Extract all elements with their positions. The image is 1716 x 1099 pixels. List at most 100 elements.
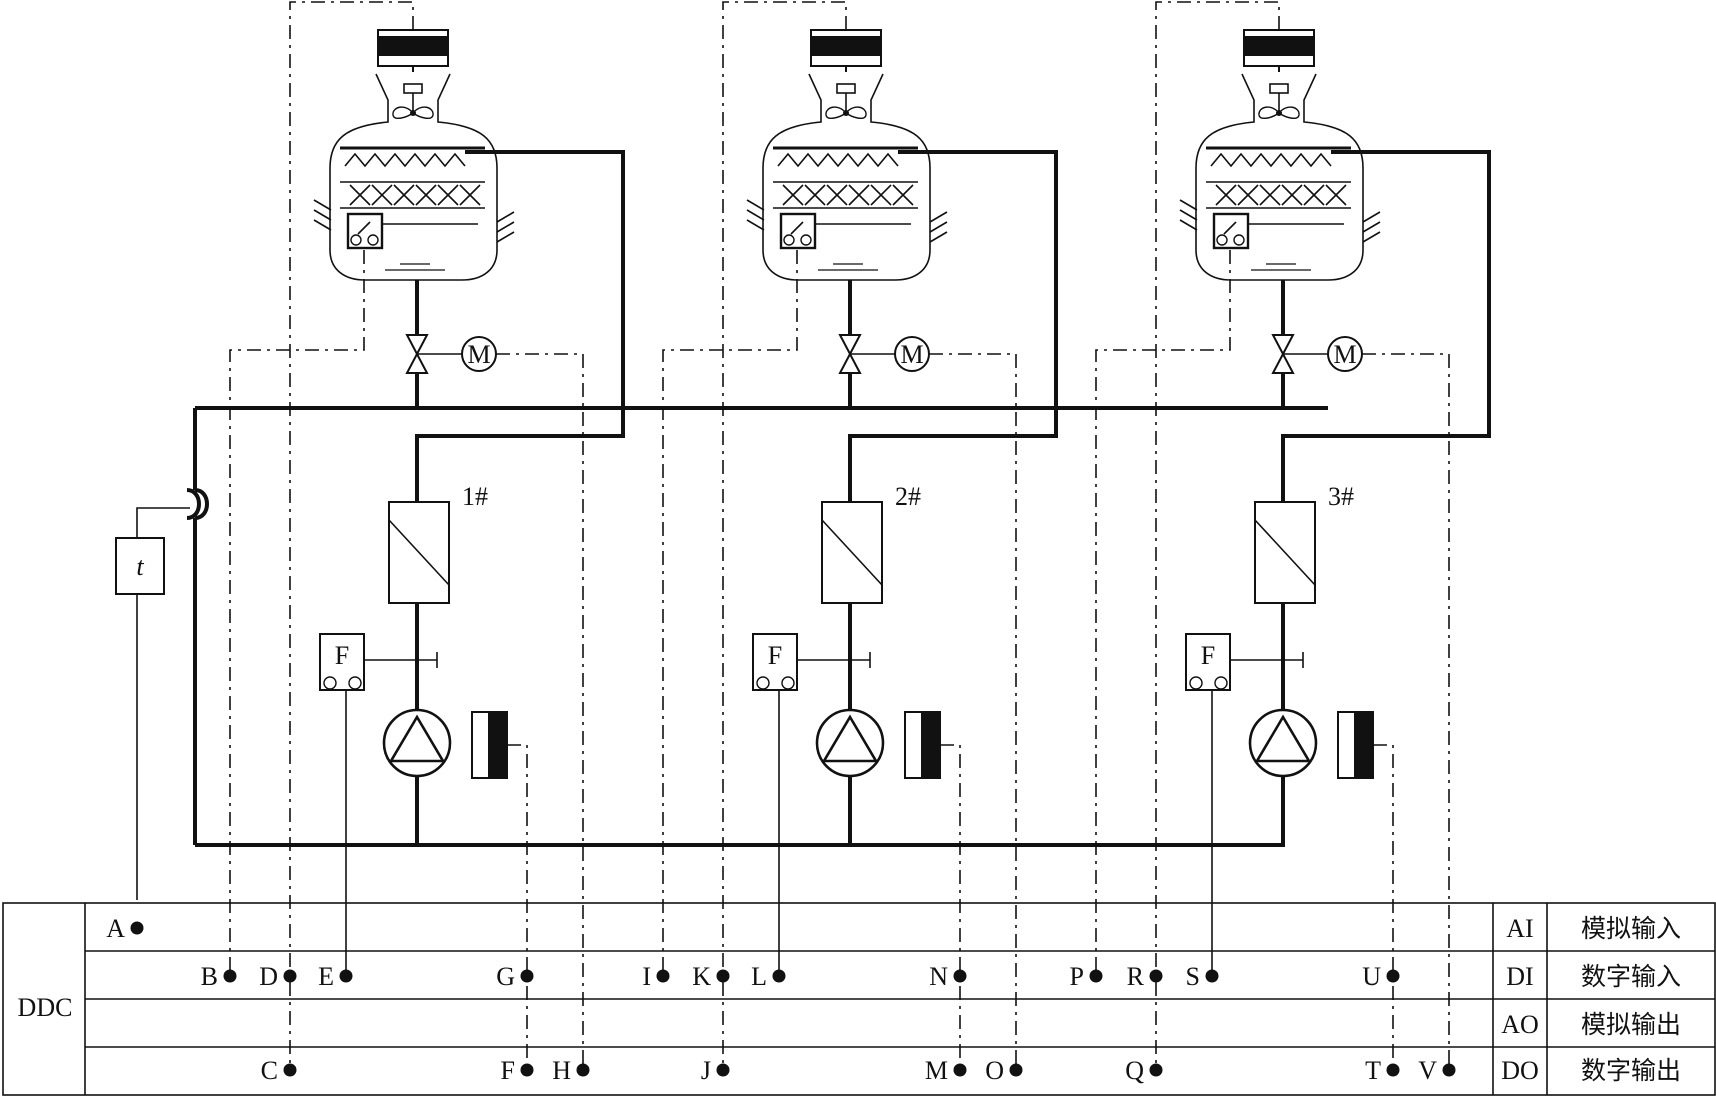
io-point-dot bbox=[1386, 1063, 1400, 1077]
cooling-tower bbox=[313, 73, 515, 281]
io-point-dot bbox=[1149, 969, 1163, 983]
io-point-dot bbox=[1442, 1063, 1456, 1077]
chiller: 2# bbox=[821, 482, 921, 604]
io-row-code: DO bbox=[1501, 1056, 1539, 1085]
io-row-name: 模拟输出 bbox=[1581, 1011, 1681, 1039]
fan-icon bbox=[1258, 83, 1300, 120]
fan-icon bbox=[392, 83, 434, 120]
io-point-d: D bbox=[259, 962, 297, 991]
io-point-label: L bbox=[751, 962, 767, 991]
io-row-do: DO 数字输出 bbox=[1501, 1056, 1681, 1085]
chiller-label: 2# bbox=[895, 482, 921, 511]
wire-valve-motor bbox=[1362, 353, 1450, 1070]
flow-switch: F bbox=[752, 633, 871, 691]
io-point-label: T bbox=[1365, 1056, 1381, 1085]
io-point-dot bbox=[283, 969, 297, 983]
io-row-code: AI bbox=[1506, 914, 1533, 943]
wire-fan-motor bbox=[1155, 1, 1280, 1070]
io-point-dot bbox=[1205, 969, 1219, 983]
io-point-i: I bbox=[642, 962, 670, 991]
io-point-t: T bbox=[1365, 1056, 1400, 1085]
io-point-label: S bbox=[1186, 962, 1200, 991]
io-point-label: D bbox=[259, 962, 278, 991]
io-point-r: R bbox=[1127, 962, 1163, 991]
wire-pump-starter bbox=[1373, 744, 1394, 1070]
wire-pump-starter bbox=[507, 744, 528, 1070]
io-row-ai: AI 模拟输入 bbox=[1506, 914, 1681, 943]
flow-switch: F bbox=[319, 633, 438, 691]
chiller: 3# bbox=[1254, 482, 1354, 604]
io-point-label: G bbox=[496, 962, 515, 991]
io-point-label: E bbox=[318, 962, 334, 991]
pump-icon bbox=[382, 708, 452, 778]
wire-pump-starter bbox=[940, 744, 961, 1070]
fan-motor bbox=[377, 29, 449, 72]
valve-motor-label: M bbox=[1333, 340, 1356, 369]
level-switch bbox=[346, 212, 384, 250]
cooling-unit-3: M 3# F bbox=[1179, 29, 1491, 845]
io-point-label: H bbox=[552, 1056, 571, 1085]
io-point-dot bbox=[520, 969, 534, 983]
io-point-dot bbox=[576, 1063, 590, 1077]
cooling-unit-1: M 1# F bbox=[313, 29, 625, 845]
io-point-u: U bbox=[1362, 962, 1400, 991]
io-point-label: C bbox=[261, 1056, 278, 1085]
supply-pipe bbox=[415, 150, 625, 502]
io-point-s: S bbox=[1186, 962, 1219, 991]
wire-level-switch bbox=[229, 250, 365, 976]
ddc-panel: DDC bbox=[2, 902, 1716, 1096]
io-row-name: 数字输出 bbox=[1581, 1057, 1681, 1085]
cooling-tower bbox=[1179, 73, 1381, 281]
io-point-dot bbox=[223, 969, 237, 983]
flow-switch-label: F bbox=[335, 641, 349, 670]
supply-pipe bbox=[848, 150, 1058, 502]
io-point-dot bbox=[772, 969, 786, 983]
io-point-label: M bbox=[925, 1056, 948, 1085]
io-point-label: R bbox=[1127, 962, 1145, 991]
io-point-j: J bbox=[701, 1056, 730, 1085]
temperature-sensor: t bbox=[115, 507, 190, 900]
level-switch bbox=[1212, 212, 1250, 250]
io-point-o: O bbox=[985, 1056, 1023, 1085]
io-row-ao: AO 模拟输出 bbox=[1501, 1010, 1681, 1039]
wire-level-switch bbox=[662, 250, 798, 976]
io-point-m: M bbox=[925, 1056, 967, 1085]
io-point-k: K bbox=[692, 962, 730, 991]
io-point-dot bbox=[130, 921, 144, 935]
flow-switch-label: F bbox=[768, 641, 782, 670]
chiller: 1# bbox=[388, 482, 488, 604]
io-point-label: J bbox=[701, 1056, 711, 1085]
supply-pipe bbox=[1281, 150, 1491, 502]
wire-fan-motor bbox=[722, 1, 847, 1070]
piping bbox=[186, 406, 1328, 847]
motorized-valve: M bbox=[405, 334, 497, 408]
io-point-dot bbox=[283, 1063, 297, 1077]
io-point-h: H bbox=[552, 1056, 590, 1085]
fan-motor bbox=[810, 29, 882, 72]
io-point-dot bbox=[716, 969, 730, 983]
motorized-valve: M bbox=[838, 334, 930, 408]
io-row-name: 模拟输入 bbox=[1581, 915, 1681, 943]
wire-fan-motor bbox=[289, 1, 414, 1070]
io-row-name: 数字输入 bbox=[1581, 963, 1681, 991]
io-point-dot bbox=[339, 969, 353, 983]
motorized-valve: M bbox=[1271, 334, 1363, 408]
io-point-label: U bbox=[1362, 962, 1381, 991]
io-point-b: B bbox=[201, 962, 237, 991]
io-point-label: Q bbox=[1125, 1056, 1144, 1085]
io-point-dot bbox=[520, 1063, 534, 1077]
flow-switch: F bbox=[1185, 633, 1304, 691]
io-point-label: N bbox=[929, 962, 948, 991]
io-row-labels: AI 模拟输入 DI 数字输入 AO 模拟输出 DO 数字输出 bbox=[1501, 914, 1681, 1085]
io-point-label: B bbox=[201, 962, 218, 991]
wire-valve-motor bbox=[496, 353, 584, 1070]
cooling-tower bbox=[746, 73, 948, 281]
io-row-code: AO bbox=[1501, 1010, 1539, 1039]
io-point-label: A bbox=[106, 914, 125, 943]
io-point-l: L bbox=[751, 962, 786, 991]
io-row-code: DI bbox=[1506, 962, 1533, 991]
io-point-dot bbox=[1089, 969, 1103, 983]
io-point-c: C bbox=[261, 1056, 297, 1085]
io-point-p: P bbox=[1070, 962, 1103, 991]
